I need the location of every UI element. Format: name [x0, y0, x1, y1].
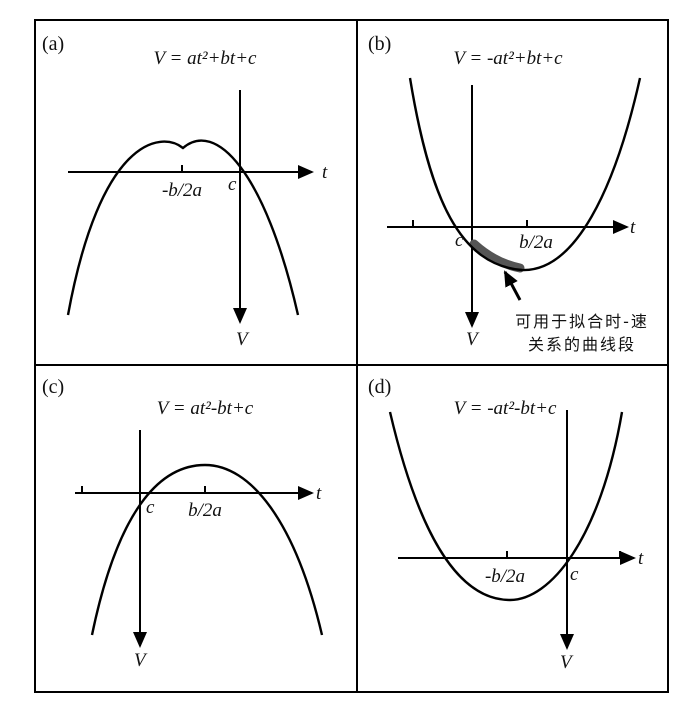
panel-label: (a) [42, 33, 64, 55]
parabola-curve [408, 77, 642, 272]
panel-label: (b) [368, 33, 391, 55]
t-axis-label: t [630, 217, 636, 238]
annotation-line-2: 关系的曲线段 [528, 335, 636, 354]
parabola-curve [66, 139, 300, 316]
intercept-label: c [570, 564, 579, 585]
equation: V = at²-bt+c [157, 398, 254, 419]
panel-c: (c) V = at²-bt+c t V b/2a c [42, 376, 324, 671]
equation: V = -at²+bt+c [453, 48, 563, 69]
v-axis-label: V [134, 650, 148, 671]
t-axis-label: t [638, 548, 644, 569]
vertex-label: b/2a [519, 232, 553, 253]
panel-a: (a) V = at²+bt+c t V -b/2a c [42, 33, 328, 350]
panel-d: (d) V = -at²-bt+c t V -b/2a c [368, 376, 644, 673]
vertex-label: b/2a [188, 500, 222, 521]
vertex-label: -b/2a [485, 566, 525, 587]
annotation-arrow [503, 270, 522, 301]
v-axis-label: V [236, 329, 250, 350]
t-axis-label: t [316, 483, 322, 504]
panel-label: (c) [42, 376, 64, 398]
annotation-line-1: 可用于拟合时-速 [515, 312, 649, 331]
intercept-label: c [146, 497, 155, 518]
vertex-label: -b/2a [162, 180, 202, 201]
v-axis-label: V [466, 329, 480, 350]
parabola-curve [388, 411, 624, 602]
outer-frame [34, 19, 669, 693]
panel-label: (d) [368, 376, 391, 398]
intercept-label: c [455, 230, 464, 251]
highlighted-curve-segment [469, 239, 525, 273]
intercept-label: c [228, 174, 237, 195]
v-axis-label: V [560, 652, 574, 673]
t-axis-label: t [322, 162, 328, 183]
panel-b: (b) V = -at²+bt+c t V b/2a c 可用于拟合时-速 关系… [368, 33, 649, 354]
equation: V = -at²-bt+c [454, 398, 557, 419]
parabola-curve [90, 463, 324, 636]
equation: V = at²+bt+c [154, 48, 257, 69]
